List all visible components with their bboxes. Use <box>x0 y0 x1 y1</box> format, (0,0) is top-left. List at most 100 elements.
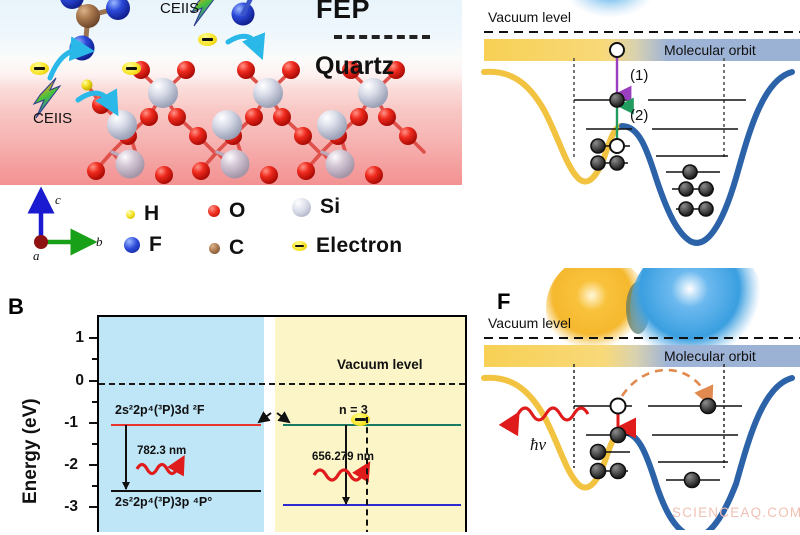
atom-fluorine <box>60 0 84 9</box>
hydrogen-transition-arrow <box>342 425 349 505</box>
crystal-axes <box>27 186 98 256</box>
transition-1-label: (1) <box>630 67 648 84</box>
hydrogen-upper-level <box>283 424 461 427</box>
electron-marker <box>30 62 49 75</box>
label-fep: FEP <box>316 0 371 24</box>
atom-swatch-o <box>208 205 220 217</box>
electron-marker <box>122 62 141 75</box>
pointer-to-hydrogen-level <box>276 411 291 424</box>
legend-label-f: F <box>149 233 163 256</box>
y-tick-major <box>89 506 97 509</box>
panel-c-graphic: Vacuum level Molecular orbit (1) (2) <box>481 0 800 246</box>
electron-hole-marker <box>609 138 625 154</box>
oxygen-transition-arrow <box>122 425 129 490</box>
panel-f-letter: F <box>497 289 511 314</box>
panel-c-potential-well: Vacuum level Molecular orbit (1) (2) <box>470 0 800 268</box>
legend-item-h: H <box>126 202 159 226</box>
electron-transfer-arrows <box>47 32 266 117</box>
electron-filled-marker <box>678 201 694 217</box>
right-potential-well-f <box>619 375 795 535</box>
electron-marker <box>351 413 370 426</box>
atom-carbon <box>76 4 100 28</box>
legend-item-o: O <box>208 199 246 223</box>
y-tick-label: 0 <box>75 372 84 389</box>
vacuum-level-label: Vacuum level <box>337 357 423 372</box>
y-tick-label: 1 <box>75 329 84 346</box>
electron-filled-marker <box>609 462 627 480</box>
electron-marker <box>198 33 217 46</box>
legend-item-c: C <box>209 236 244 260</box>
molecular-orbit-band-f <box>484 345 800 367</box>
panel-b-letter: B <box>8 294 24 319</box>
electron-filled-marker <box>589 462 607 480</box>
right-potential-well <box>619 69 795 246</box>
electron-hole-marker <box>609 397 627 415</box>
electron-swatch <box>292 241 307 251</box>
y-tick-minor <box>92 401 97 404</box>
legend-label-h: H <box>144 202 160 225</box>
axis-label-b: b <box>96 234 103 249</box>
legend-label-c: C <box>229 236 245 259</box>
vacuum-level-line <box>99 383 465 385</box>
molecular-orbit-label-f: Molecular orbit <box>664 348 756 364</box>
panel-b-energy-diagram: B Energy (eV) 1 0 -1 -2 -3 Vacuum level … <box>0 272 470 532</box>
electron-filled-marker <box>590 138 606 154</box>
panel-b-plot-area: Vacuum level 2s²2p⁴(³P)3d ²F 2s²2p⁴(³P)3… <box>97 315 467 532</box>
oxygen-upper-level <box>111 424 261 427</box>
legend-label-si: Si <box>320 195 341 218</box>
y-tick-minor <box>92 358 97 361</box>
electron-hole-marker <box>609 42 625 58</box>
region-divider-dashed <box>366 417 368 532</box>
oxygen-upper-term-label: 2s²2p⁴(³P)3d ²F <box>115 403 205 417</box>
vacuum-level-label-f: Vacuum level <box>488 315 571 331</box>
atom-fluorine <box>106 0 130 20</box>
legend-item-electron: Electron <box>292 234 402 258</box>
y-tick-label: -3 <box>64 498 78 515</box>
photon-squiggle-hydrogen <box>312 461 371 483</box>
atom-swatch-si <box>292 197 311 217</box>
oxygen-lower-level <box>111 490 261 493</box>
axis-label-a: a <box>33 248 40 263</box>
y-tick-minor <box>92 443 97 446</box>
electron-filled-marker <box>698 181 714 197</box>
left-potential-well-f <box>481 374 625 491</box>
y-tick-major <box>89 380 97 383</box>
electron-filled-marker <box>609 426 627 444</box>
atom-swatch-h <box>126 209 135 219</box>
y-tick-major <box>89 337 97 340</box>
molecular-orbit-label-c: Molecular orbit <box>664 42 756 58</box>
sphere-left-orbital <box>546 256 650 360</box>
y-tick-label: -2 <box>64 456 78 473</box>
blue-sphere-partial <box>567 0 653 18</box>
left-potential-well <box>481 68 625 185</box>
silicon-atoms <box>107 78 388 179</box>
panel-a-schematic: FEP Quartz CEIIS CEIIS <box>0 0 462 185</box>
panel-b-overlays <box>135 411 371 483</box>
panel-a-legend: c b a H O Si F C Electron <box>0 186 462 271</box>
pointer-to-oxygen-level <box>257 411 272 424</box>
photon-energy-label: ħν <box>530 435 547 454</box>
label-quartz: Quartz <box>315 52 395 80</box>
ceiis-lightning-bolt <box>32 0 215 119</box>
label-ceiis-bottom: CEIIS <box>33 110 73 127</box>
fep-quartz-divider <box>334 35 430 39</box>
panel-f-graphic: Vacuum level Molecular orbit ħν <box>481 240 800 535</box>
photon-squiggle-oxygen <box>135 455 185 477</box>
electron-filled-marker <box>609 92 625 108</box>
photon-emission-squiggle <box>498 406 590 437</box>
label-ceiis-top: CEIIS <box>160 0 200 17</box>
vacuum-level-label-c: Vacuum level <box>488 9 571 25</box>
electron-filled-marker <box>589 443 607 461</box>
atom-hydrogen <box>81 79 93 91</box>
panel-a-molecules <box>32 0 426 184</box>
electron-filled-marker <box>678 181 694 197</box>
molecular-orbit-band <box>484 39 800 61</box>
electron-filled-marker <box>698 201 714 217</box>
legend-label-electron: Electron <box>316 234 403 257</box>
electron-filled-marker <box>590 155 606 171</box>
oxygen-lower-term-label: 2s²2p⁴(³P)3p ⁴P° <box>115 495 213 509</box>
y-tick-label: -1 <box>64 414 78 431</box>
panel-f-energy-transfer: Vacuum level Molecular orbit ħν <box>470 240 800 535</box>
legend-item-si: Si <box>292 195 340 219</box>
hydrogen-transition-wavelength: 656.279 nm <box>312 451 375 463</box>
